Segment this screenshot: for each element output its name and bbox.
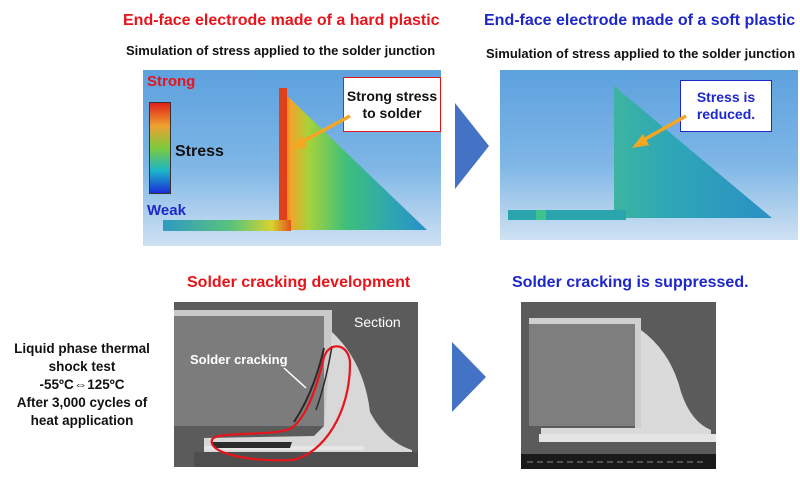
intact-section-micrograph <box>521 302 716 469</box>
test-conditions: Liquid phase thermal shock test -55ºC⇔12… <box>0 340 164 430</box>
test-conditions-line2: shock test <box>48 359 116 374</box>
bottom-transition-arrow <box>452 342 486 412</box>
test-conditions-line1: Liquid phase thermal <box>14 341 150 356</box>
soft-pointer-arrow <box>632 114 687 148</box>
cracking-suppressed-title: Solder cracking is suppressed. <box>512 274 749 291</box>
hard-stress-shape <box>163 88 427 231</box>
soft-simulation-subtitle: Simulation of stress applied to the sold… <box>486 46 796 61</box>
legend-weak-label: Weak <box>147 202 186 219</box>
hard-pointer-arrow <box>290 114 351 150</box>
top-transition-arrow <box>455 103 489 189</box>
cracked-section-micrograph: Section Solder cracking <box>174 302 418 467</box>
test-conditions-line4: After 3,000 cycles of <box>16 395 148 410</box>
stress-reduced-callout-text: Stress is reduced. <box>696 89 756 122</box>
legend-stress-label: Stress <box>175 143 224 160</box>
stress-reduced-callout: Stress is reduced. <box>680 80 772 132</box>
soft-stress-shape <box>508 86 772 220</box>
stress-color-scale <box>149 102 171 194</box>
cracked-section-image <box>174 310 418 467</box>
strong-stress-callout: Strong stress to solder <box>343 77 441 132</box>
test-conditions-line5: heat application <box>30 413 134 428</box>
test-conditions-line3: -55ºC⇔125ºC <box>39 377 125 392</box>
intact-section-image <box>521 318 716 469</box>
hard-plastic-title: End-face electrode made of a hard plasti… <box>123 12 440 29</box>
legend-strong-label: Strong <box>147 73 196 90</box>
section-label: Section <box>354 314 401 330</box>
strong-stress-callout-text: Strong stress to solder <box>346 87 438 121</box>
solder-cracking-label: Solder cracking <box>190 352 288 367</box>
hard-simulation-subtitle: Simulation of stress applied to the sold… <box>126 43 436 58</box>
cracking-development-title: Solder cracking development <box>187 274 411 291</box>
soft-plastic-title: End-face electrode made of a soft plasti… <box>484 12 796 29</box>
